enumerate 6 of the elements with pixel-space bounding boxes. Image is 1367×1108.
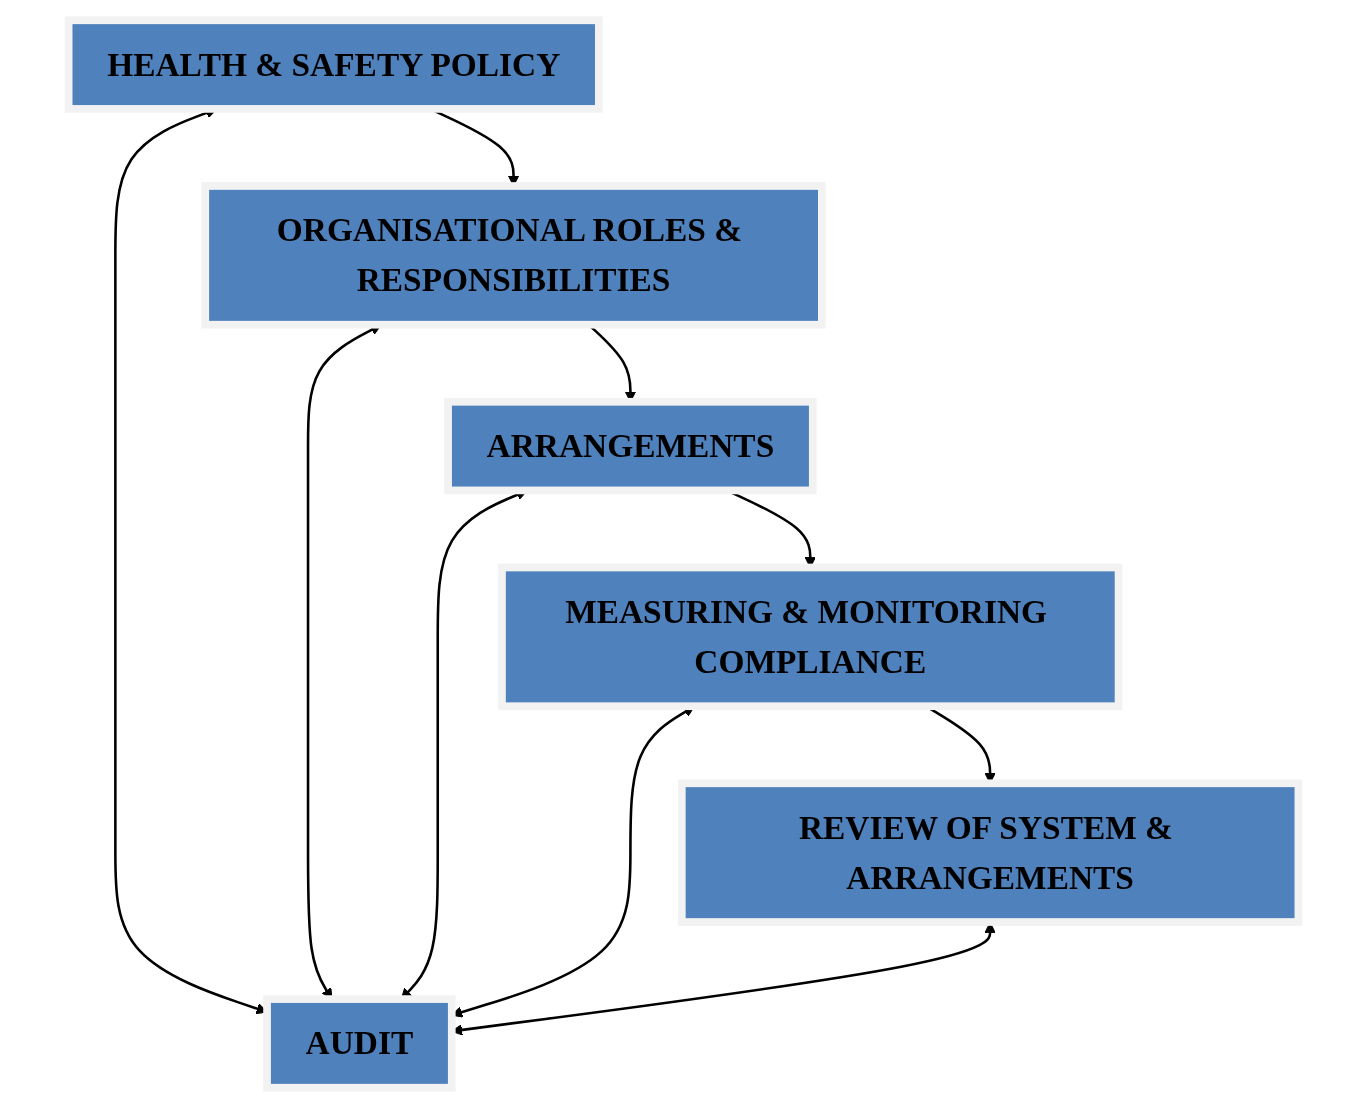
node-box: AUDIT bbox=[263, 995, 456, 1092]
node-box: HEALTH & SAFETY POLICY bbox=[64, 16, 603, 113]
node-box: MEASURING & MONITORING COMPLIANCE bbox=[498, 563, 1123, 711]
node-box: REVIEW OF SYSTEM & ARRANGEMENTS bbox=[677, 779, 1303, 926]
node-box: ORGANISATIONAL ROLES & RESPONSIBILITIES bbox=[201, 182, 826, 329]
node-box: ARRANGEMENTS bbox=[444, 397, 817, 495]
